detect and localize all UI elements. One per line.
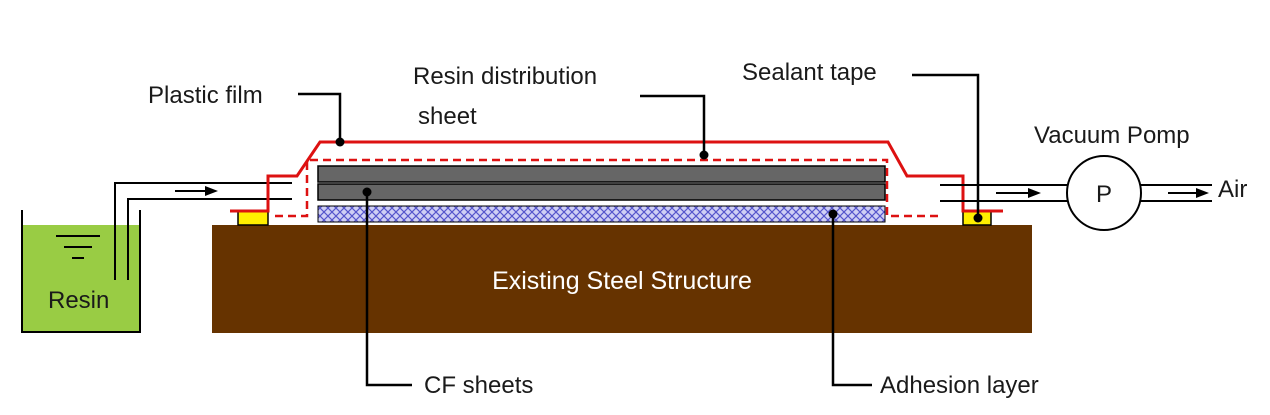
- plastic-film-label: Plastic film: [148, 82, 263, 109]
- steel-structure-label: Existing Steel Structure: [492, 267, 752, 295]
- inlet-flow-arrow-icon: [175, 186, 218, 196]
- cf-sheet-top: [317, 165, 886, 183]
- cf-sheet-bottom: [317, 183, 886, 201]
- sealant-tape-leader-dot: [973, 213, 983, 223]
- air-label: Air: [1218, 176, 1247, 203]
- adhesion-layer-leader-dot: [828, 209, 838, 219]
- outlet-tube: [940, 184, 1212, 202]
- resin-liquid: [22, 225, 140, 332]
- plastic-film-leader-dot: [335, 137, 345, 147]
- sealant-tape-leader: [912, 73, 980, 218]
- vacuum-pump-label: Vacuum Pomp: [1034, 122, 1190, 149]
- cf-sheets-leader-dot: [362, 187, 372, 197]
- vacuum-pump-icon: [1066, 155, 1142, 231]
- plastic-film-leader: [298, 92, 342, 142]
- pump-symbol: P: [1096, 181, 1112, 208]
- cf-sheets-label: CF sheets: [424, 372, 533, 399]
- adhesion-layer-label: Adhesion layer: [880, 372, 1039, 399]
- cf-sheets-leader: [365, 192, 412, 387]
- air-flow-arrow-icon: [1168, 188, 1209, 198]
- plastic-film: [230, 140, 1003, 213]
- sealant-tape-left: [237, 210, 269, 226]
- adhesion-layer-leader: [831, 214, 872, 387]
- outlet-flow-arrow-icon: [996, 188, 1041, 198]
- resin-distribution-sheet: [275, 158, 940, 218]
- sealant-tape-label: Sealant tape: [742, 59, 877, 86]
- resin-container: [21, 210, 141, 333]
- resin-distribution-leader-dot: [699, 150, 709, 160]
- steel-structure: [212, 225, 1032, 333]
- resin-distribution-label-line1: Resin distribution: [413, 63, 597, 90]
- resin-distribution-leader: [640, 94, 706, 155]
- inlet-tube: [114, 182, 292, 280]
- resin-label: Resin: [48, 287, 109, 314]
- liquid-level-icon: [56, 235, 100, 259]
- adhesion-layer: [317, 205, 886, 223]
- resin-distribution-label-line2: sheet: [418, 103, 477, 130]
